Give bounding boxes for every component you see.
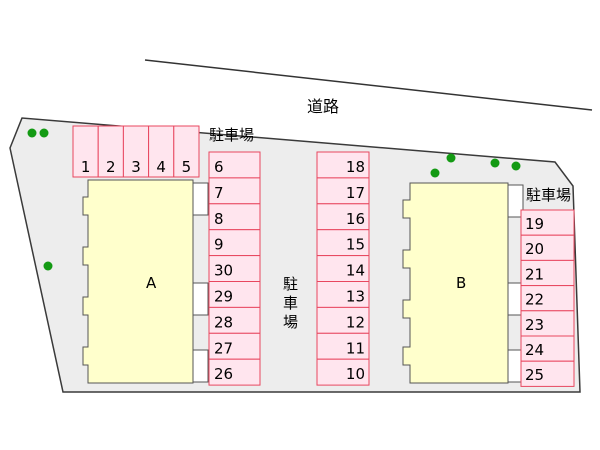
parking-stall (520, 285, 575, 312)
parking-stall (148, 125, 175, 178)
parking-stall (520, 360, 575, 387)
parking-stall (72, 125, 99, 178)
parking-stall (208, 229, 261, 257)
parking-stall (173, 125, 200, 178)
building-b-shape (402, 182, 509, 384)
stall-number: 21 (525, 265, 544, 283)
stall-number: 19 (525, 215, 544, 233)
parking-stall (97, 125, 124, 178)
stall-number: 17 (346, 184, 365, 202)
parking-stall (208, 281, 261, 308)
building-b-label: B (456, 274, 467, 292)
tree-icon (430, 168, 440, 178)
parking-stall (208, 203, 261, 231)
tree-icon (511, 161, 521, 171)
stall-number: 25 (525, 366, 544, 384)
parking-stall (316, 203, 370, 231)
tree-icon (490, 158, 500, 168)
parking-stall (316, 281, 370, 308)
parking-stall (208, 255, 261, 283)
parking-stall (316, 306, 370, 334)
stall-number: 9 (214, 236, 224, 254)
stall-number: 7 (214, 184, 224, 202)
parking-stall (520, 234, 575, 261)
parking-stall (208, 332, 261, 360)
stall-number: 26 (214, 365, 233, 383)
stall-number: 18 (346, 158, 365, 176)
stall-number: 8 (214, 210, 224, 228)
parking-label-right: 駐車場 (526, 186, 572, 204)
parking-label-center: 駐車場 (281, 276, 299, 333)
parking-stall (208, 358, 261, 386)
stall-number: 29 (214, 288, 233, 306)
stall-number: 24 (525, 341, 544, 359)
balcony-notch (507, 184, 524, 218)
road-label: 道路 (307, 97, 340, 116)
parking-stall (316, 177, 370, 205)
tree-icon (39, 128, 49, 138)
parking-stall (316, 358, 370, 386)
stall-number: 10 (346, 365, 365, 383)
trees (27, 128, 521, 271)
stall-number: 16 (346, 210, 365, 228)
stall-number: 2 (106, 158, 116, 176)
building-a-shape (82, 179, 194, 384)
road-edge-line (144, 59, 593, 111)
stall-number: 3 (131, 158, 141, 176)
balcony-notch (192, 349, 209, 383)
balcony-notch (192, 282, 209, 316)
parking-label-left: 駐車場 (209, 126, 255, 144)
stall-number: 1 (81, 158, 91, 176)
parking-stall (208, 151, 261, 179)
building-a-label: A (146, 274, 157, 292)
tree-icon (27, 128, 37, 138)
stall-number: 30 (214, 262, 233, 280)
stall-number: 4 (156, 158, 166, 176)
stall-number: 5 (182, 158, 192, 176)
tree-icon (446, 153, 456, 163)
stall-number: 6 (214, 158, 224, 176)
parking-stall (520, 209, 575, 236)
stall-number: 27 (214, 339, 233, 357)
stall-number: 22 (525, 291, 544, 309)
stall-number: 13 (346, 288, 365, 306)
stall-number: 11 (346, 339, 365, 357)
parking-stall (520, 335, 575, 362)
stall-number: 23 (525, 316, 544, 334)
tree-icon (43, 261, 53, 271)
balcony-notch (192, 182, 209, 216)
parking-stall (122, 125, 150, 178)
stall-number: 20 (525, 240, 544, 258)
stall-number: 12 (346, 313, 365, 331)
stall-number: 14 (346, 262, 365, 280)
parking-stall (316, 255, 370, 283)
stall-number: 28 (214, 313, 233, 331)
stall-number: 15 (346, 236, 365, 254)
